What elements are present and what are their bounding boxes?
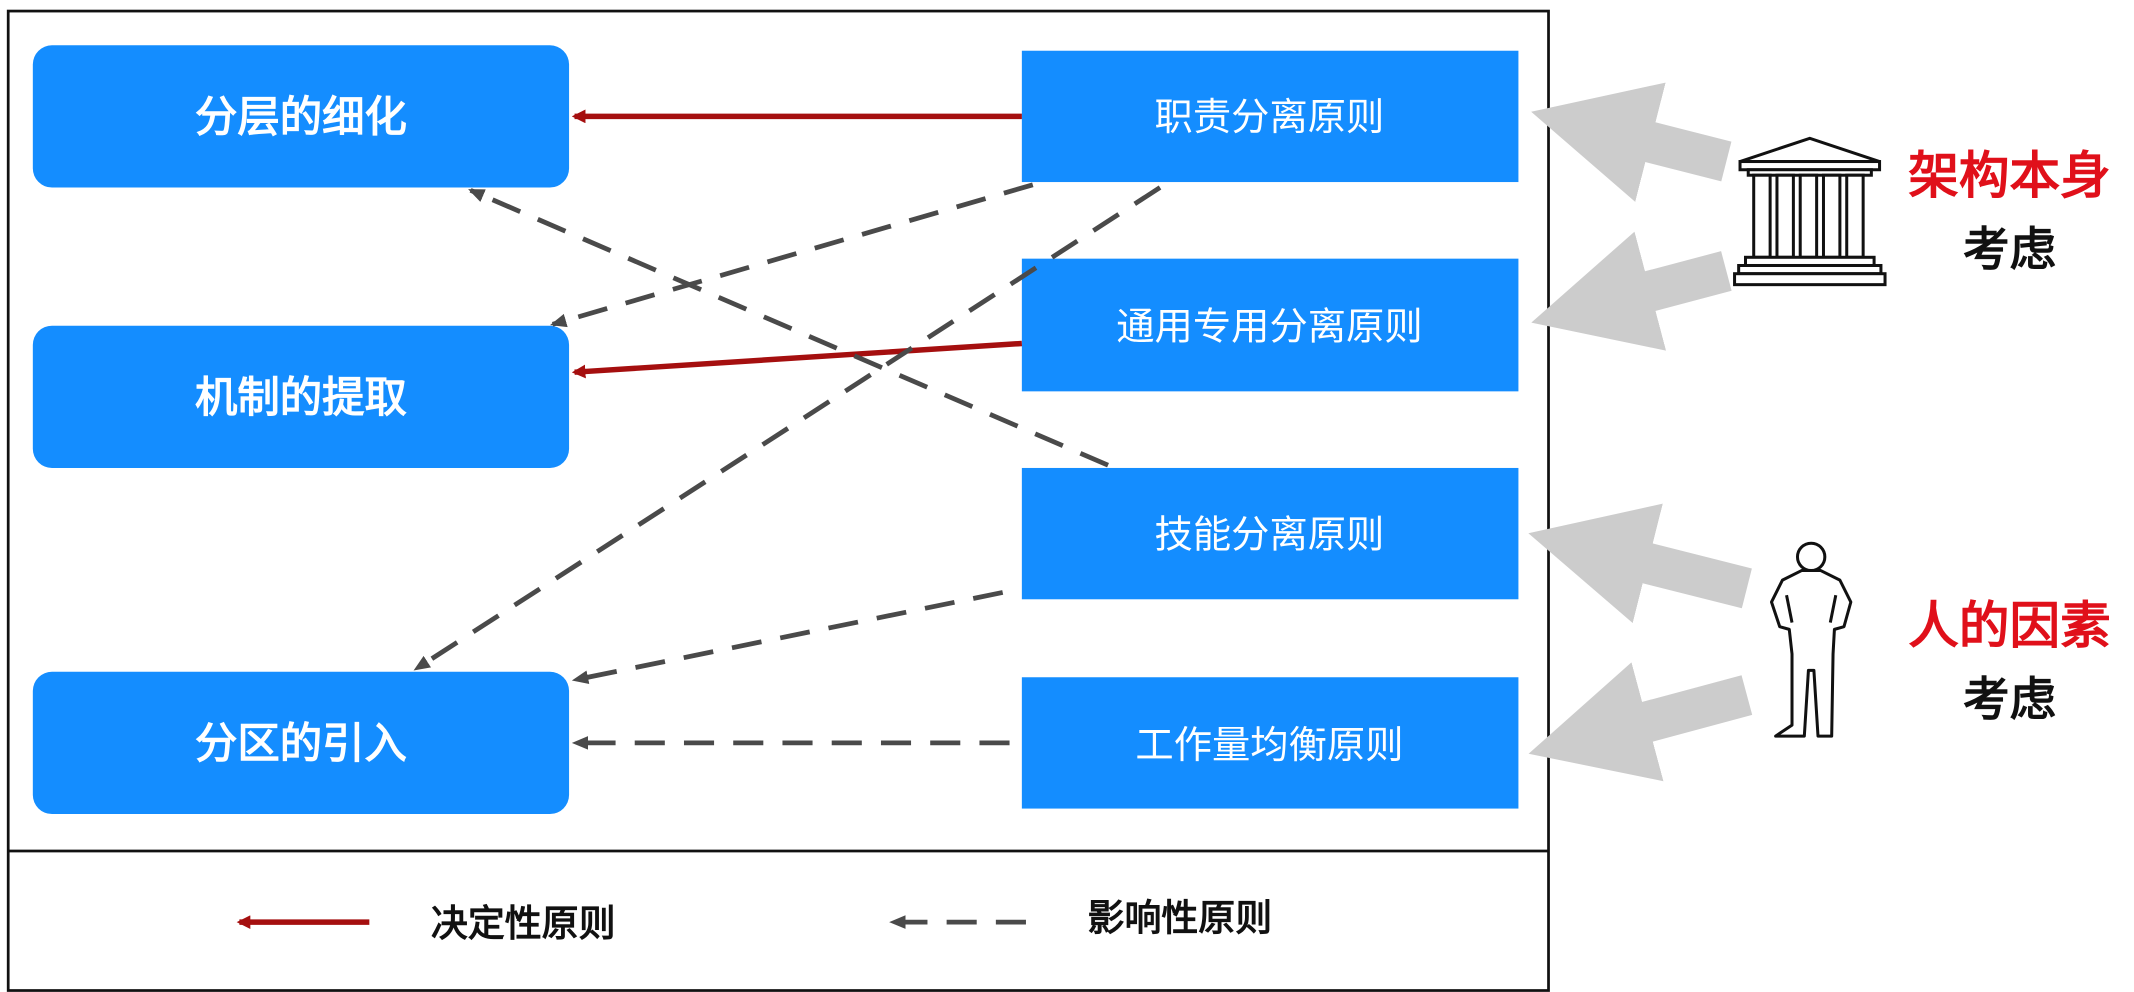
principle-box-workload: 工作量均衡原则	[1021, 677, 1519, 809]
outcome-box-partition-introduction: 分区的引入	[32, 671, 570, 815]
diagram-frame	[6, 9, 1550, 992]
outcome-label: 机制的提取	[195, 373, 408, 422]
principle-box-responsibility: 职责分离原则	[1021, 50, 1519, 183]
principle-label: 技能分离原则	[1155, 512, 1385, 557]
influential-arrow	[468, 188, 1109, 468]
influential-arrow	[550, 182, 1034, 328]
human-source-title: 人的因素	[1908, 596, 2110, 655]
temple-icon	[1733, 136, 1887, 287]
source-arrow	[1531, 82, 1732, 202]
source-arrow	[1531, 231, 1732, 351]
outcome-box-mechanism-extraction: 机制的提取	[32, 325, 570, 468]
influential-arrow	[571, 590, 1004, 684]
principle-label: 工作量均衡原则	[1135, 723, 1403, 768]
legend: 决定性原则 影响性原则	[236, 896, 1273, 945]
source-arrow	[1528, 503, 1752, 624]
principle-box-general-specific: 通用专用分离原则	[1021, 258, 1519, 392]
architecture-source-subtitle: 考虑	[1963, 223, 2056, 277]
outcome-label: 分层的细化	[195, 92, 407, 141]
outcome-label: 分区的引入	[195, 719, 407, 768]
source-arrow	[1528, 662, 1753, 782]
person-icon	[1769, 541, 1853, 738]
decisive-arrow	[571, 340, 1023, 379]
legend-influential-label: 影响性原则	[1088, 896, 1273, 939]
legend-decisive-label: 决定性原则	[431, 902, 616, 945]
architecture-source-title: 架构本身	[1908, 146, 2110, 205]
principle-label: 职责分离原则	[1155, 95, 1385, 140]
principle-label: 通用专用分离原则	[1116, 304, 1422, 349]
principle-box-skill: 技能分离原则	[1021, 467, 1519, 600]
outcome-box-layer-refinement: 分层的细化	[32, 45, 570, 188]
human-source-subtitle: 考虑	[1963, 673, 2056, 727]
